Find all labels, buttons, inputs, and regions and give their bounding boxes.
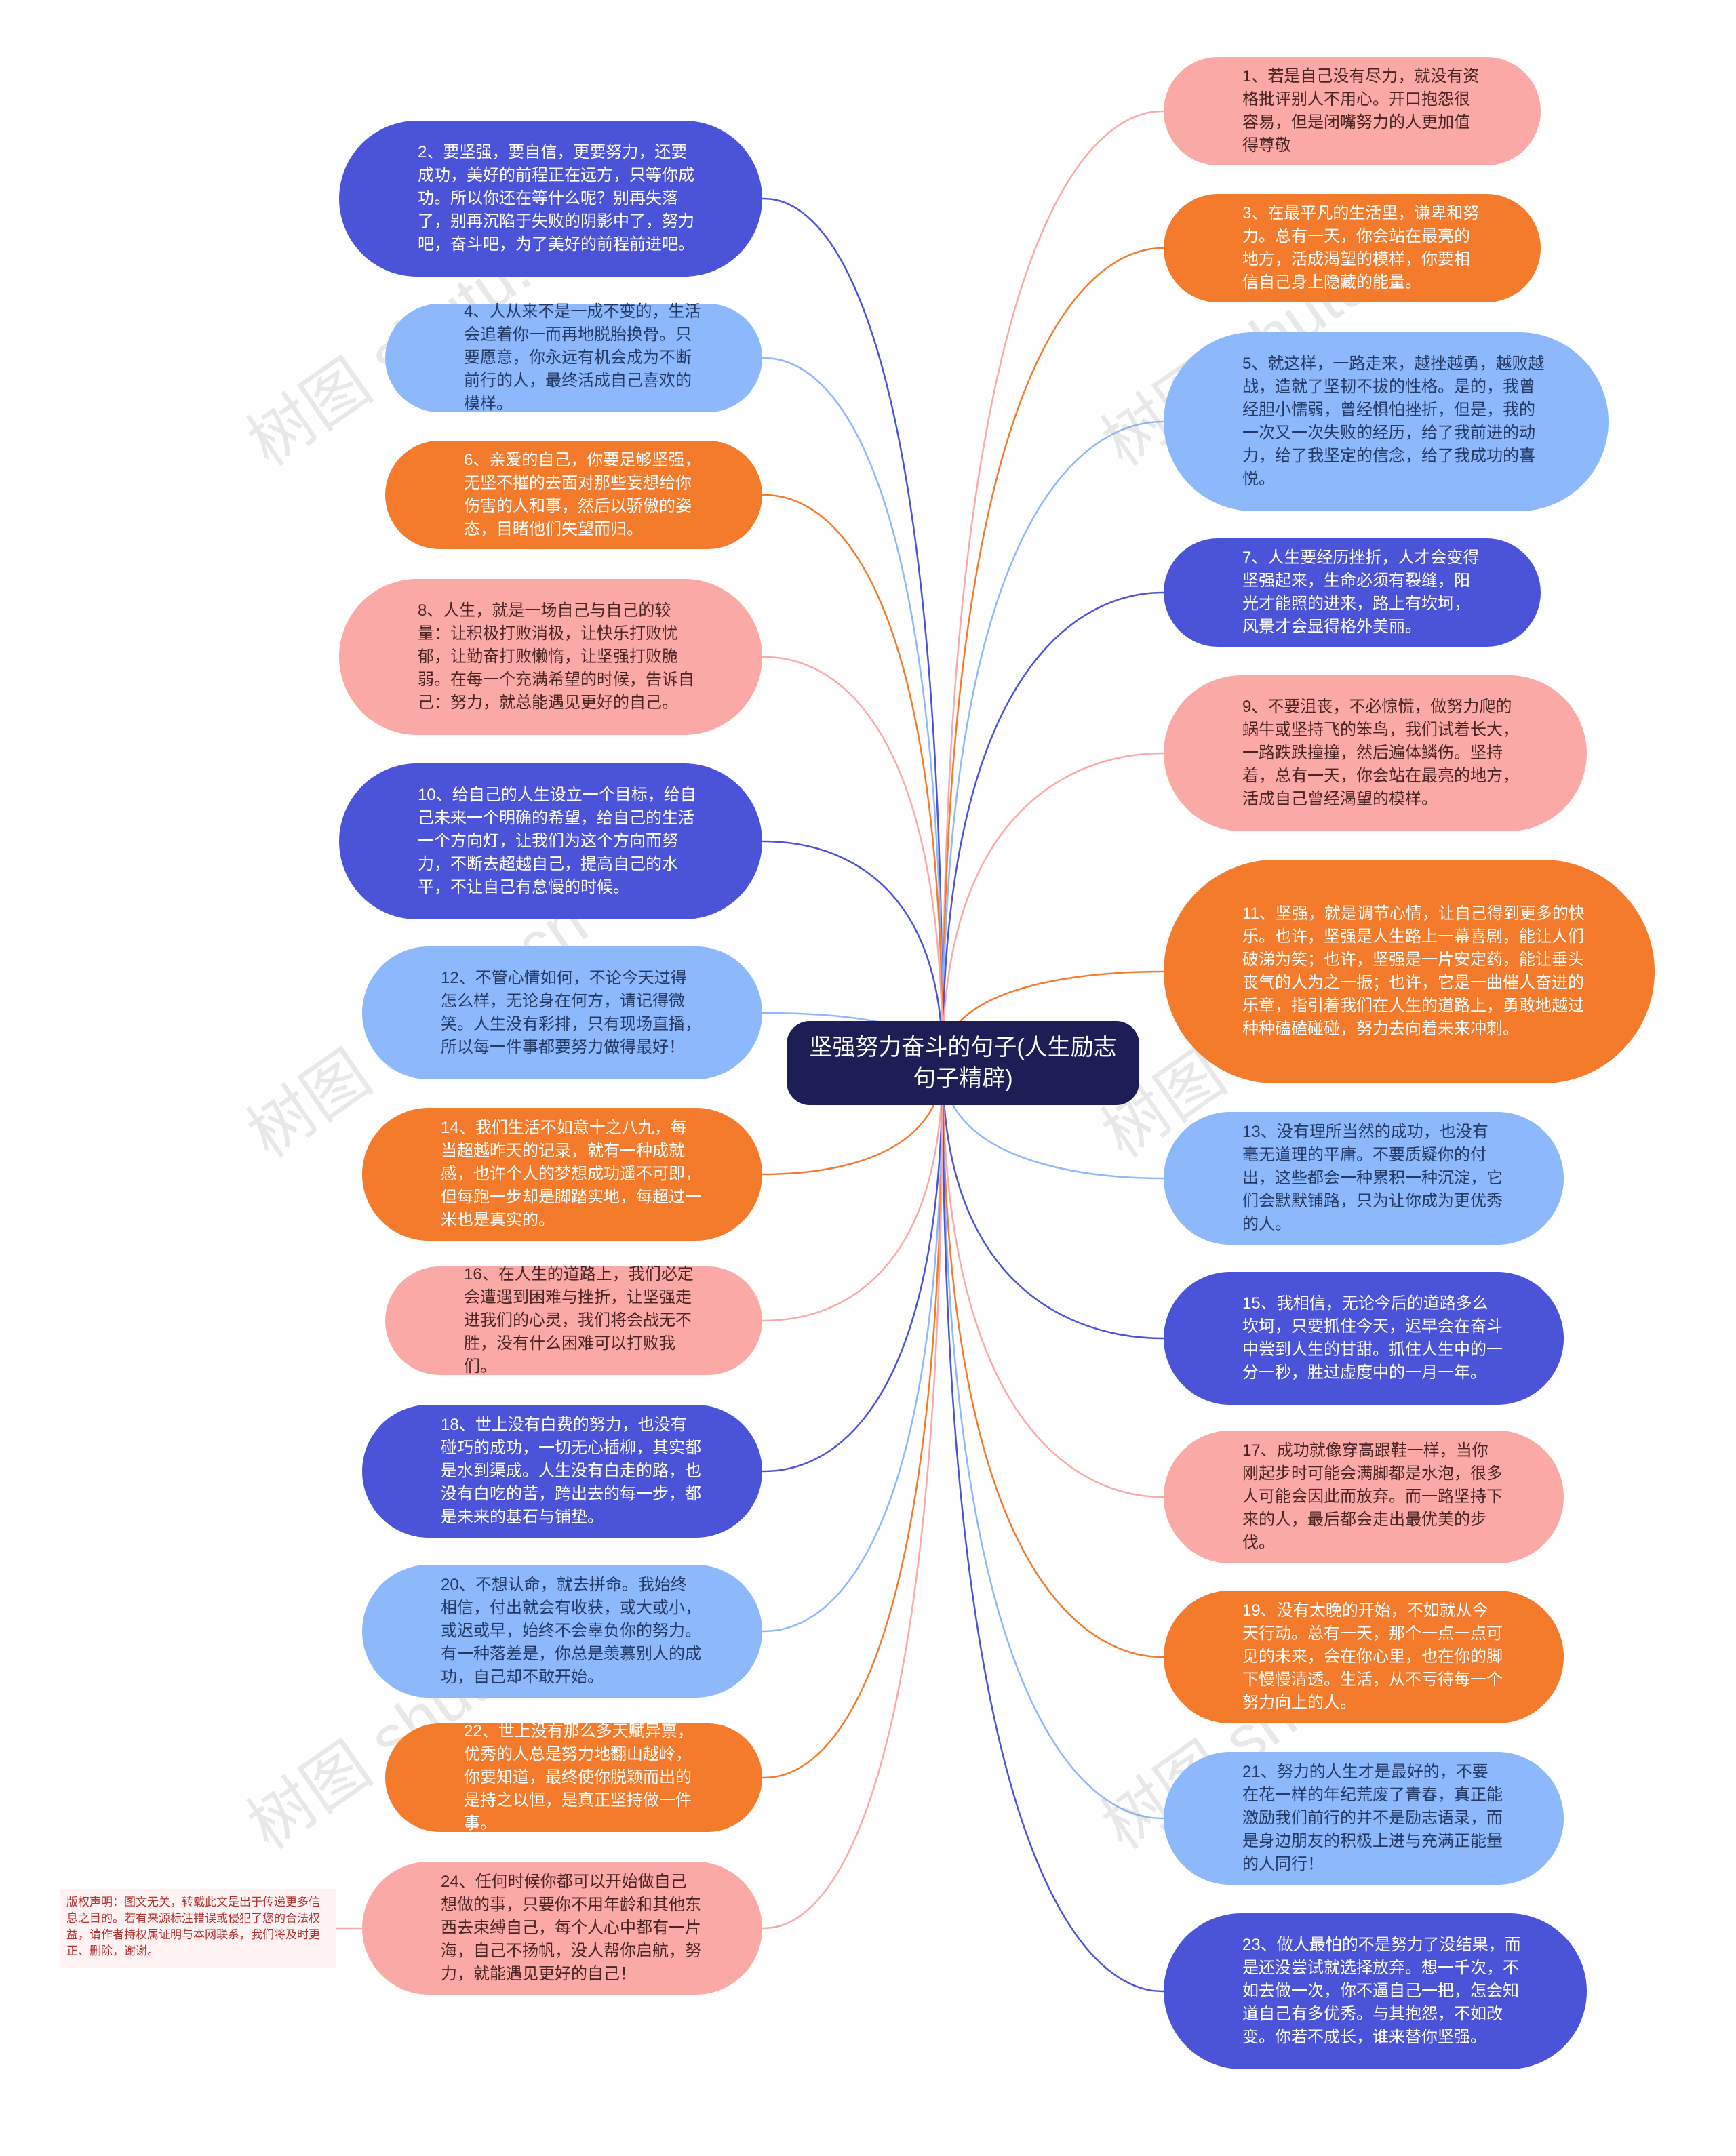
topic-node-8[interactable]: 8、人生，就是一场自己与自己的较量：让积极打败消极，让快乐打败忧郁，让勤奋打败懒… bbox=[339, 579, 762, 735]
topic-text: 24、任何时候你都可以开始做自己想做的事，只要你不用年龄和其他东西去束缚自己，每… bbox=[441, 1873, 701, 1983]
connector-line bbox=[941, 1062, 1164, 1820]
topic-node-23[interactable]: 23、做人最怕的不是努力了没结果，而是还没尝试就选择放弃。想一千次，不如去做一次… bbox=[1164, 1913, 1587, 2069]
topic-node-10[interactable]: 10、给自己的人生设立一个目标，给自己未来一个明确的希望，给自己的生活一个方向灯… bbox=[339, 763, 762, 919]
connector-line bbox=[762, 1062, 944, 1930]
topic-node-6[interactable]: 6、亲爱的自己，你要足够坚强，无坚不摧的去面对那些妄想给你伤害的人和事，然后以骄… bbox=[385, 441, 762, 549]
topic-node-12[interactable]: 12、不管心情如何，不论今天过得怎么样，无论身在何方，请记得微笑。人生没有彩排，… bbox=[362, 946, 762, 1079]
connector-line bbox=[762, 357, 944, 1064]
topic-node-19[interactable]: 19、没有太晚的开始，不如就从今天行动。总有一天，那个一点一点可见的未来，会在你… bbox=[1164, 1591, 1564, 1723]
topic-text: 7、人生要经历挫折，人才会变得坚强起来，生命必须有裂缝，阳光才能照的进来，路上有… bbox=[1242, 548, 1480, 636]
connector-line bbox=[762, 1062, 944, 1473]
copyright-notice-text: 版权声明：图文无关，转载此文是出于传递更多信息之目的。若有来源标注错误或侵犯了您… bbox=[66, 1896, 320, 1957]
connector-line bbox=[941, 420, 1164, 1064]
topic-node-5[interactable]: 5、就这样，一路走来，越挫越勇，越败越战，造就了坚韧不拔的性格。是的，我曾经胆小… bbox=[1164, 332, 1609, 511]
topic-node-21[interactable]: 21、努力的人生才是最好的，不要在花一样的年纪荒废了青春，真正能激励我们前行的并… bbox=[1164, 1752, 1564, 1885]
topic-text: 4、人从来不是一成不变的，生活会追着你一而再地脱胎换骨。只要愿意，你永远有机会成… bbox=[464, 302, 701, 413]
topic-node-9[interactable]: 9、不要沮丧，不必惊慌，做努力爬的蜗牛或坚持飞的笨鸟，我们试着长大，一路跌跌撞撞… bbox=[1164, 675, 1587, 831]
connector-line bbox=[941, 1062, 1164, 1498]
topic-text: 23、做人最怕的不是努力了没结果，而是还没尝试就选择放弃。想一千次，不如去做一次… bbox=[1242, 1936, 1521, 2046]
topic-node-3[interactable]: 3、在最平凡的生活里，谦卑和努力。总有一天，你会站在最亮的地方，活成渴望的模样，… bbox=[1164, 194, 1541, 302]
root-topic[interactable]: 坚强努力奋斗的句子(人生励志句子精辟) bbox=[787, 1021, 1139, 1105]
connector-line bbox=[762, 656, 944, 1064]
topic-node-2[interactable]: 2、要坚强，要自信，更要努力，还要成功，美好的前程正在远方，只等你成功。所以你还… bbox=[339, 121, 762, 277]
copyright-notice: 版权声明：图文无关，转载此文是出于传递更多信息之目的。若有来源标注错误或侵犯了您… bbox=[60, 1889, 336, 1968]
connector-line bbox=[941, 110, 1164, 1064]
connector-line bbox=[941, 247, 1164, 1064]
topic-node-22[interactable]: 22、世上没有那么多天赋异禀，优秀的人总是努力地翻山越岭，你要知道，最终使你脱颖… bbox=[385, 1722, 762, 1833]
connector-line bbox=[941, 1062, 1164, 1340]
connector-line bbox=[941, 1062, 1164, 1658]
topic-text: 11、坚强，就是调节心情，让自己得到更多的快乐。也许，坚强是人生路上一幕喜剧，能… bbox=[1242, 904, 1585, 1038]
connector-line bbox=[762, 1062, 944, 1633]
topic-text: 10、给自己的人生设立一个目标，给自己未来一个明确的希望，给自己的生活一个方向灯… bbox=[418, 786, 696, 896]
topic-text: 19、没有太晚的开始，不如就从今天行动。总有一天，那个一点一点可见的未来，会在你… bbox=[1242, 1601, 1503, 1712]
topic-text: 12、不管心情如何，不论今天过得怎么样，无论身在何方，请记得微笑。人生没有彩排，… bbox=[441, 969, 701, 1056]
topic-text: 14、我们生活不如意十之八九，每当超越昨天的记录，就有一种成就感，也许个人的梦想… bbox=[441, 1119, 701, 1229]
topic-node-4[interactable]: 4、人从来不是一成不变的，生活会追着你一而再地脱胎换骨。只要愿意，你永远有机会成… bbox=[385, 302, 762, 413]
topic-text: 22、世上没有那么多天赋异禀，优秀的人总是努力地翻山越岭，你要知道，最终使你脱颖… bbox=[464, 1722, 694, 1833]
connector-line bbox=[762, 840, 944, 1064]
root-topic-label: 坚强努力奋斗的句子(人生励志句子精辟) bbox=[809, 1035, 1117, 1092]
topic-text: 6、亲爱的自己，你要足够坚强，无坚不摧的去面对那些妄想给你伤害的人和事，然后以骄… bbox=[464, 451, 701, 538]
topic-text: 21、努力的人生才是最好的，不要在花一样的年纪荒废了青春，真正能激励我们前行的并… bbox=[1242, 1763, 1503, 1873]
topic-node-15[interactable]: 15、我相信，无论今后的道路多么坎坷，只要抓住今天，迟早会在奋斗中尝到人生的甘甜… bbox=[1164, 1272, 1564, 1405]
topic-node-1[interactable]: 1、若是自己没有尽力，就没有资格批评别人不用心。开口抱怨很容易，但是闭嘴努力的人… bbox=[1164, 57, 1541, 165]
connector-line bbox=[941, 752, 1164, 1064]
connector-line bbox=[941, 591, 1164, 1064]
topic-node-20[interactable]: 20、不想认命，就去拼命。我始终相信，付出就会有收获，或大或小，或迟或早，始终不… bbox=[362, 1565, 762, 1698]
topic-text: 17、成功就像穿高跟鞋一样，当你刚起步时可能会满脚都是水泡，很多人可能会因此而放… bbox=[1242, 1441, 1503, 1552]
connector-line bbox=[762, 1062, 944, 1779]
topic-text: 20、不想认命，就去拼命。我始终相信，付出就会有收获，或大或小，或迟或早，始终不… bbox=[441, 1576, 701, 1686]
topic-node-24[interactable]: 24、任何时候你都可以开始做自己想做的事，只要你不用年龄和其他东西去束缚自己，每… bbox=[362, 1862, 762, 1995]
topic-text: 18、世上没有白费的努力，也没有碰巧的成功，一切无心插柳，其实都是水到渠成。人生… bbox=[441, 1416, 701, 1526]
topic-text: 2、要坚强，要自信，更要努力，还要成功，美好的前程正在远方，只等你成功。所以你还… bbox=[418, 143, 694, 254]
topic-text: 16、在人生的道路上，我们必定会遭遇到困难与挫折，让坚强走进我们的心灵，我们将会… bbox=[464, 1265, 694, 1376]
topic-text: 13、没有理所当然的成功，也没有毫无道理的平庸。不要质疑你的付出，这些都会一种累… bbox=[1242, 1123, 1503, 1233]
topic-text: 1、若是自己没有尽力，就没有资格批评别人不用心。开口抱怨很容易，但是闭嘴努力的人… bbox=[1242, 67, 1480, 155]
topic-node-13[interactable]: 13、没有理所当然的成功，也没有毫无道理的平庸。不要质疑你的付出，这些都会一种累… bbox=[1164, 1112, 1564, 1245]
topic-node-11[interactable]: 11、坚强，就是调节心情，让自己得到更多的快乐。也许，坚强是人生路上一幕喜剧，能… bbox=[1164, 860, 1655, 1083]
topic-text: 3、在最平凡的生活里，谦卑和努力。总有一天，你会站在最亮的地方，活成渴望的模样，… bbox=[1242, 204, 1480, 292]
topic-text: 8、人生，就是一场自己与自己的较量：让积极打败消极，让快乐打败忧郁，让勤奋打败懒… bbox=[418, 601, 694, 712]
connector-line bbox=[762, 197, 944, 1064]
topic-node-18[interactable]: 18、世上没有白费的努力，也没有碰巧的成功，一切无心插柳，其实都是水到渠成。人生… bbox=[362, 1405, 762, 1538]
topic-node-14[interactable]: 14、我们生活不如意十之八九，每当超越昨天的记录，就有一种成就感，也许个人的梦想… bbox=[362, 1108, 762, 1241]
topic-node-17[interactable]: 17、成功就像穿高跟鞋一样，当你刚起步时可能会满脚都是水泡，很多人可能会因此而放… bbox=[1164, 1431, 1564, 1563]
connector-line bbox=[941, 1062, 1164, 1993]
connector-line bbox=[762, 494, 944, 1064]
topic-text: 5、就这样，一路走来，越挫越勇，越败越战，造就了坚韧不拔的性格。是的，我曾经胆小… bbox=[1242, 355, 1545, 488]
connector-line bbox=[762, 1062, 944, 1322]
topic-node-7[interactable]: 7、人生要经历挫折，人才会变得坚强起来，生命必须有裂缝，阳光才能照的进来，路上有… bbox=[1164, 538, 1541, 647]
topic-node-16[interactable]: 16、在人生的道路上，我们必定会遭遇到困难与挫折，让坚强走进我们的心灵，我们将会… bbox=[385, 1265, 762, 1376]
topic-text: 15、我相信，无论今后的道路多么坎坷，只要抓住今天，迟早会在奋斗中尝到人生的甘甜… bbox=[1242, 1294, 1503, 1382]
topic-text: 9、不要沮丧，不必惊慌，做努力爬的蜗牛或坚持飞的笨鸟，我们试着长大，一路跌跌撞撞… bbox=[1242, 698, 1519, 808]
